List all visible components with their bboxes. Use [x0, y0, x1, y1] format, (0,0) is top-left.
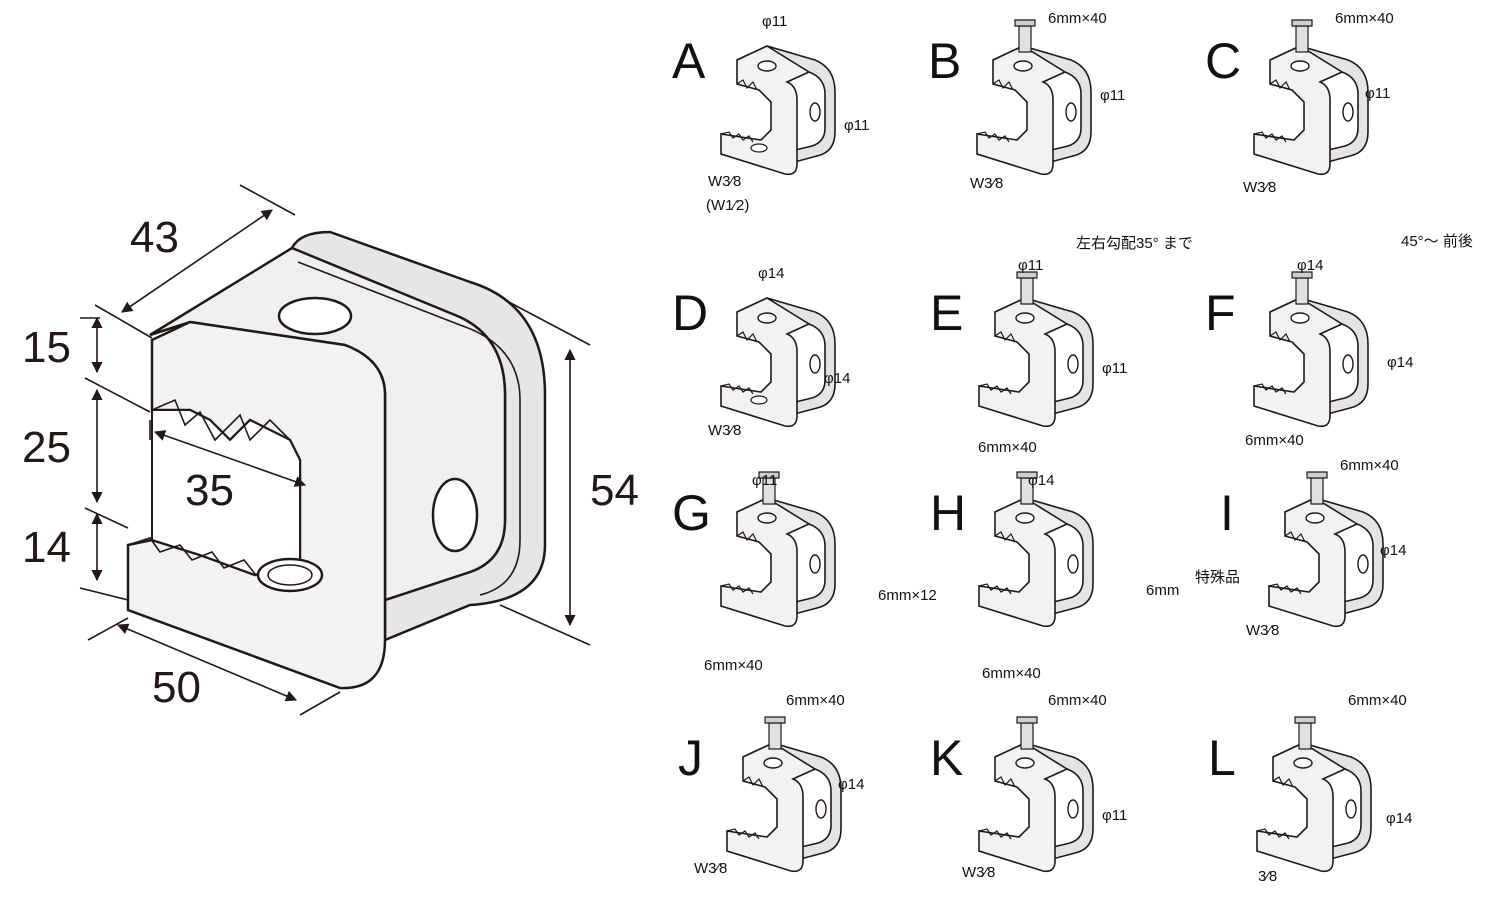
- variant-label: 3⁄8: [1258, 868, 1277, 885]
- variant-letter: H: [930, 485, 966, 541]
- variant-clamp-drawing: [1268, 471, 1384, 628]
- variant-clamp-drawing: [1256, 716, 1372, 873]
- variant-label: φ14: [1387, 354, 1413, 371]
- variant-letter: K: [930, 730, 963, 786]
- variant-label: 左右勾配35° まで: [1076, 235, 1193, 252]
- variant-clamp-drawing: [1253, 271, 1369, 428]
- variant-label: W3⁄8: [1246, 622, 1279, 639]
- variant-label: φ14: [1380, 542, 1406, 559]
- variant-clamp-drawing: [978, 271, 1094, 428]
- variant-label: φ11: [844, 117, 869, 134]
- variant-label: W3⁄8: [708, 422, 741, 439]
- variant-label: φ11: [1018, 257, 1043, 274]
- bottom-threaded-hole: [256, 557, 324, 593]
- variant-label: 6mm×40: [1340, 457, 1399, 474]
- variant-letter: F: [1205, 285, 1236, 341]
- variant-letter: L: [1208, 730, 1236, 786]
- variant-clamp-drawing: [720, 297, 836, 428]
- variant-label: φ11: [1102, 807, 1127, 824]
- variant-label: φ14: [838, 776, 864, 793]
- variant-label: (W1⁄2): [706, 197, 749, 214]
- variant-label: 6mm×40: [1245, 432, 1304, 449]
- variant-label: W3⁄8: [1243, 179, 1276, 196]
- variant-letter: C: [1205, 33, 1241, 89]
- variant-label: 特殊品: [1195, 569, 1240, 586]
- variant-label: W3⁄8: [962, 864, 995, 881]
- variant-label: 45°〜 前後: [1401, 233, 1473, 250]
- variant-clamp-drawing: [976, 19, 1092, 176]
- dim-14: 14: [22, 523, 71, 572]
- variant-label: φ14: [1028, 472, 1054, 489]
- variant-label: φ14: [758, 265, 784, 282]
- variant-clamp-drawing: [978, 716, 1094, 873]
- side-hole: [431, 477, 479, 553]
- variant-label: 6mm: [1146, 582, 1179, 599]
- variant-label: 6mm×40: [1335, 10, 1394, 27]
- variant-clamp-drawing: [720, 471, 836, 628]
- variant-letter: I: [1220, 485, 1234, 541]
- variant-label: 6mm×40: [978, 439, 1037, 456]
- variant-letter: G: [672, 485, 711, 541]
- variant-label: φ14: [824, 370, 850, 387]
- variant-label: φ11: [1102, 360, 1127, 377]
- dim-50: 50: [152, 663, 201, 712]
- variant-label: W3⁄8: [708, 173, 741, 190]
- variant-label: 6mm×40: [982, 665, 1041, 682]
- variant-label: 6mm×12: [878, 587, 937, 604]
- variant-clamp-drawing: [726, 716, 842, 873]
- variant-label: φ14: [1386, 810, 1412, 827]
- variant-label: φ11: [752, 472, 777, 489]
- variant-label: φ11: [762, 13, 787, 30]
- variant-clamp-drawing: [720, 45, 836, 176]
- variant-letter: A: [672, 33, 706, 89]
- variant-letter: J: [678, 730, 703, 786]
- variant-letter: D: [672, 285, 708, 341]
- top-hole: [277, 296, 353, 336]
- variant-label: W3⁄8: [694, 860, 727, 877]
- variant-label: φ11: [1365, 85, 1390, 102]
- variant-l: L 6mm×40 φ14 3⁄8: [1208, 692, 1412, 885]
- variant-i: I 6mm×40 φ14 特殊品 W3⁄8: [1195, 457, 1406, 639]
- dim-43: 43: [130, 213, 179, 262]
- dim-35: 35: [185, 466, 234, 515]
- variant-label: 6mm×40: [1048, 10, 1107, 27]
- variant-label: 6mm×40: [1048, 692, 1107, 709]
- main-clamp-drawing: [126, 230, 547, 690]
- dim-15: 15: [22, 323, 71, 372]
- dim-54: 54: [590, 466, 639, 515]
- variant-label: 6mm×40: [786, 692, 845, 709]
- variant-letter: E: [930, 285, 963, 341]
- variant-label: 6mm×40: [704, 657, 763, 674]
- variant-clamp-drawing: [978, 471, 1094, 628]
- variant-label: 6mm×40: [1348, 692, 1407, 709]
- variant-label: φ11: [1100, 87, 1125, 104]
- dimension-lines: [79, 184, 591, 716]
- variant-clamp-drawing: [1253, 19, 1369, 176]
- variant-label: W3⁄8: [970, 175, 1003, 192]
- dim-25: 25: [22, 423, 71, 472]
- variant-letter: B: [928, 33, 961, 89]
- variant-label: φ14: [1297, 257, 1323, 274]
